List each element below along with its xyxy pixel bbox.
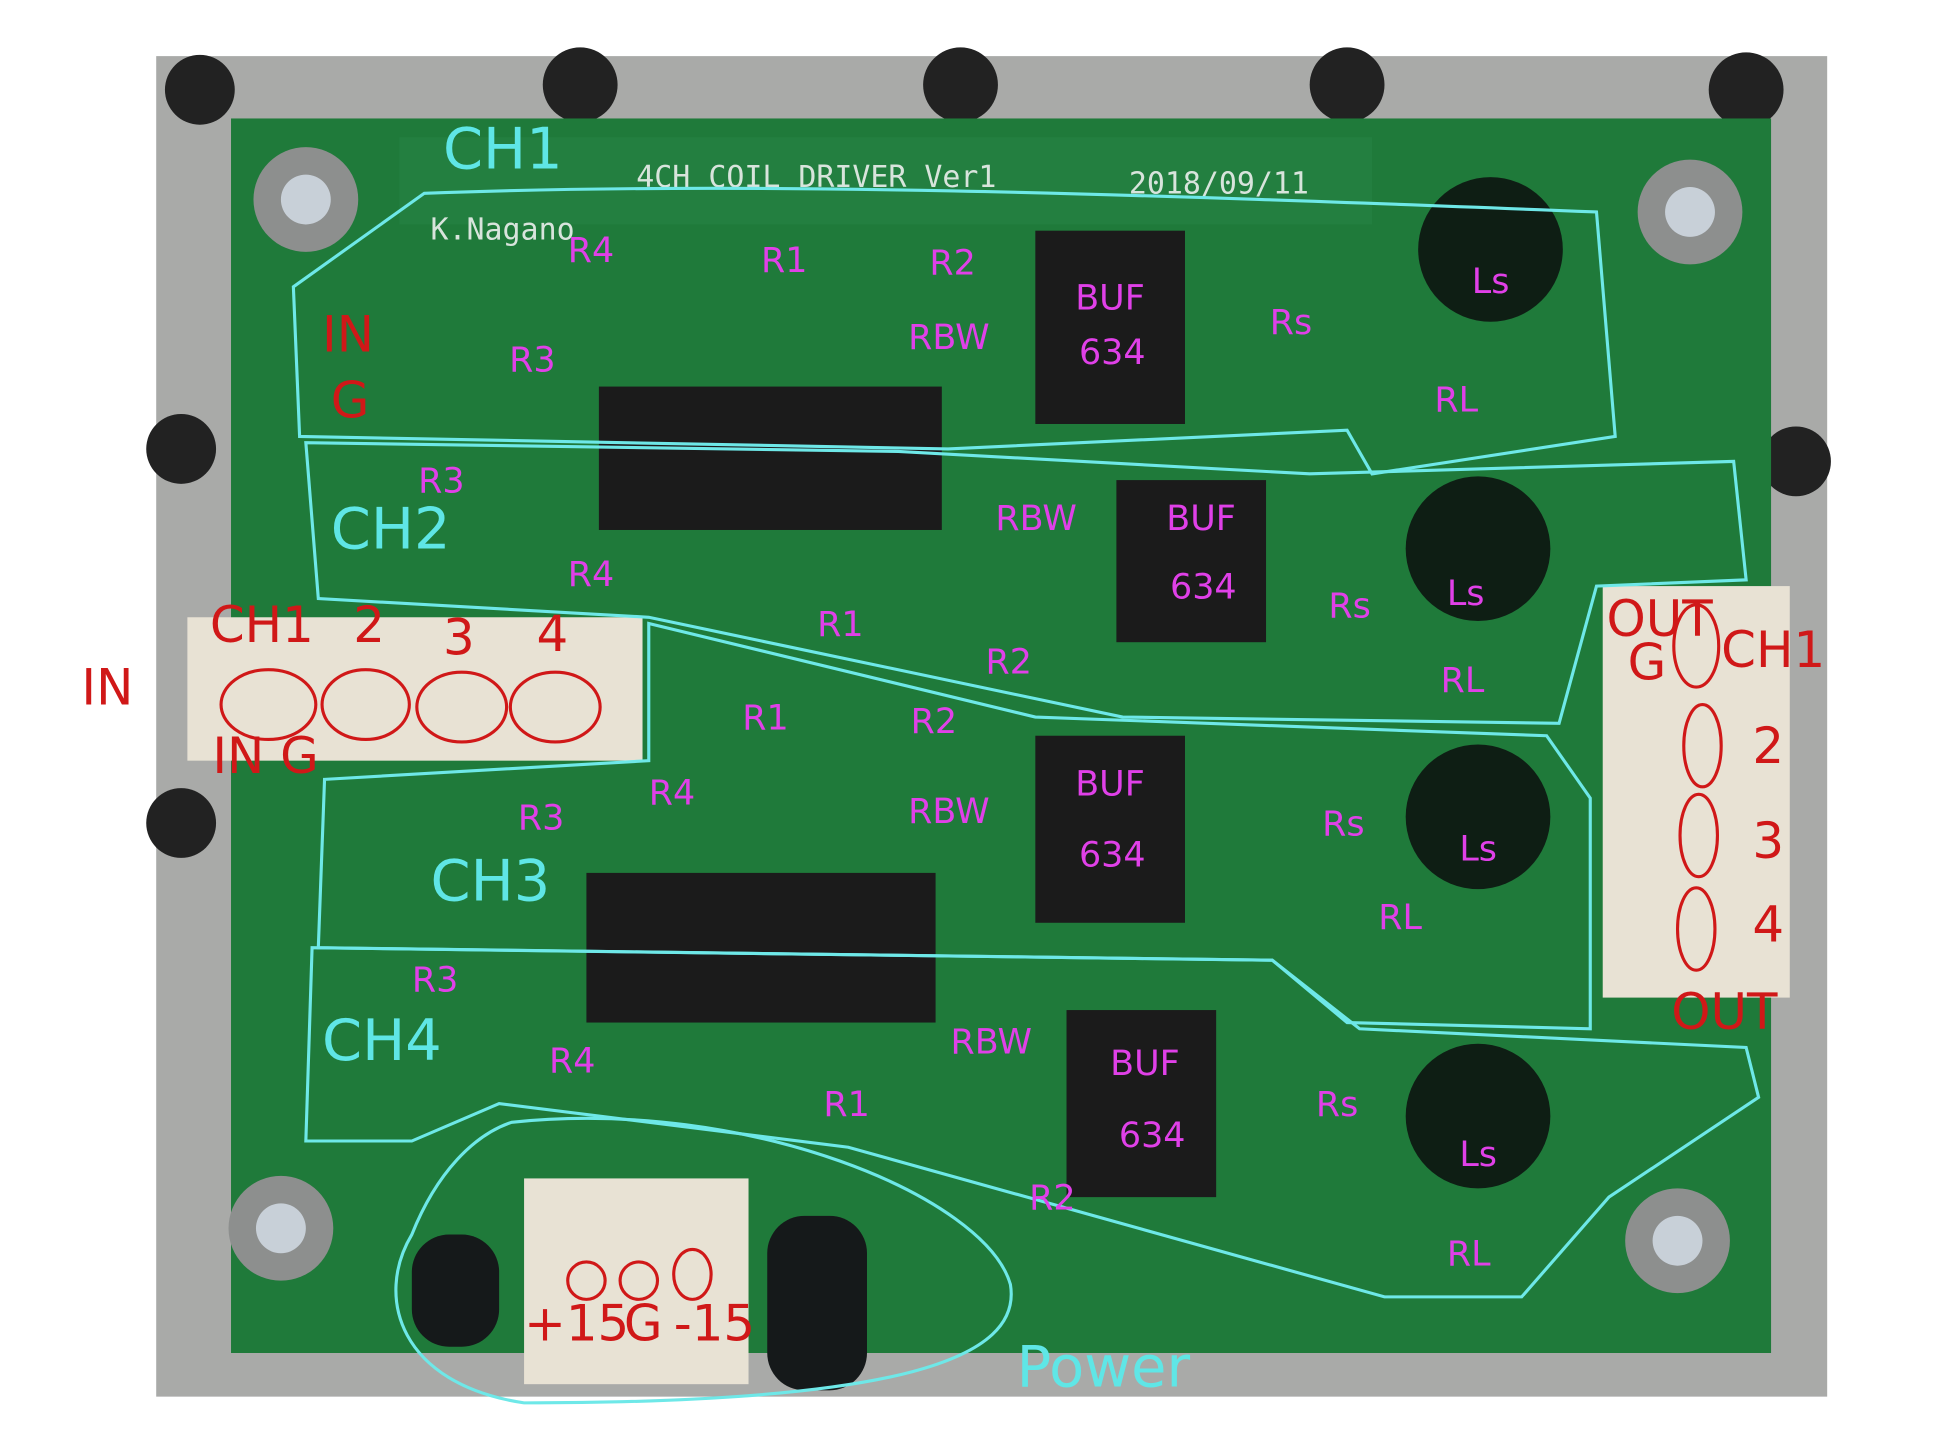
- out-pin-4: 4: [1752, 895, 1784, 953]
- in-pin-3: 3: [443, 609, 475, 667]
- svg-text:634: 634: [1119, 1116, 1186, 1156]
- svg-text:R1: R1: [761, 241, 807, 281]
- svg-text:R4: R4: [649, 773, 695, 813]
- svg-text:BUF: BUF: [1166, 499, 1236, 539]
- svg-text:RBW: RBW: [908, 318, 989, 358]
- svg-text:Rs: Rs: [1328, 586, 1370, 626]
- ch4-label: CH4: [322, 1007, 442, 1074]
- input-label: IN: [81, 659, 133, 717]
- out-pin-3: 3: [1752, 812, 1784, 870]
- svg-text:RBW: RBW: [951, 1023, 1032, 1063]
- output-label: OUT: [1671, 983, 1778, 1041]
- svg-text:634: 634: [1170, 568, 1237, 608]
- power-pin-g: G: [624, 1295, 663, 1353]
- board-author: K.Nagano: [431, 212, 575, 247]
- svg-text:RBW: RBW: [908, 792, 989, 832]
- svg-text:RL: RL: [1441, 661, 1485, 701]
- ch1-outline: [291, 186, 1617, 476]
- svg-text:Ls: Ls: [1447, 574, 1485, 614]
- svg-text:R3: R3: [412, 960, 458, 1000]
- svg-text:R2: R2: [929, 243, 975, 283]
- ch2-outline: [304, 441, 1748, 725]
- svg-text:R2: R2: [985, 642, 1031, 682]
- in-pin-ch1: CH1: [210, 596, 314, 654]
- in-pin-4: 4: [537, 605, 569, 663]
- in-g-label: IN G: [212, 727, 318, 785]
- svg-text:R2: R2: [1029, 1179, 1075, 1219]
- plate-holes: [146, 47, 1831, 858]
- connector-pin-circles: [219, 603, 1723, 1301]
- svg-text:R3: R3: [509, 341, 555, 381]
- svg-text:R3: R3: [518, 798, 564, 838]
- power-connector: [524, 1178, 749, 1385]
- ch3-component-labels: R1 R2 R4 R3 RBW BUF 634 Rs RL Ls: [518, 698, 1497, 938]
- svg-text:RL: RL: [1447, 1235, 1491, 1275]
- output-connector: [1602, 586, 1790, 998]
- power-label: Power: [1017, 1334, 1191, 1401]
- capacitor-right: [767, 1215, 867, 1391]
- ch4-outline: [304, 946, 1761, 1299]
- ch2-label: CH2: [331, 496, 451, 563]
- input-connector: [187, 617, 643, 761]
- inductors: [1405, 177, 1563, 1189]
- power-outline: [394, 1116, 1013, 1405]
- svg-text:Ls: Ls: [1472, 262, 1510, 302]
- svg-text:R2: R2: [911, 702, 957, 742]
- out-pin-ch1: CH1: [1721, 621, 1825, 679]
- svg-text:R3: R3: [418, 462, 464, 502]
- svg-text:Ls: Ls: [1459, 829, 1497, 869]
- svg-text:634: 634: [1079, 333, 1146, 373]
- chips: [586, 230, 1267, 1198]
- svg-text:BUF: BUF: [1075, 765, 1145, 805]
- in-pin-2: 2: [353, 596, 385, 654]
- ch1-label: CH1: [443, 115, 563, 182]
- svg-text:Rs: Rs: [1270, 303, 1312, 343]
- ch1-g-label: G: [331, 372, 370, 430]
- svg-text:Rs: Rs: [1322, 804, 1364, 844]
- svg-text:Rs: Rs: [1316, 1085, 1358, 1125]
- svg-text:R4: R4: [568, 555, 614, 595]
- power-pin-minus15: -15: [674, 1295, 755, 1353]
- capacitor-left: [411, 1234, 500, 1347]
- svg-text:RL: RL: [1434, 381, 1478, 421]
- ch3-label: CH3: [431, 847, 551, 914]
- svg-text:R1: R1: [742, 698, 788, 738]
- svg-text:RBW: RBW: [995, 499, 1076, 539]
- svg-text:BUF: BUF: [1075, 278, 1145, 318]
- ch4-component-labels: R3 R4 R1 R2 RBW BUF 634 Rs RL Ls: [412, 960, 1497, 1274]
- ch2-component-labels: R3 R4 R1 R2 RBW BUF 634 Rs RL Ls: [418, 462, 1485, 702]
- out-sub-label: OUT: [1606, 590, 1713, 648]
- ch1-component-labels: R4 R1 R2 R3 RBW BUF 634 Rs RL Ls: [509, 231, 1509, 421]
- svg-text:R1: R1: [817, 605, 863, 645]
- out-g-label: G: [1628, 634, 1667, 692]
- svg-text:R4: R4: [549, 1041, 595, 1081]
- out-pin-2: 2: [1752, 717, 1784, 775]
- mounting-screws: [228, 147, 1743, 1294]
- svg-text:R1: R1: [823, 1085, 869, 1125]
- svg-text:R4: R4: [568, 231, 614, 271]
- svg-text:BUF: BUF: [1110, 1044, 1180, 1084]
- power-pin-plus15: +15: [524, 1295, 629, 1353]
- ch1-in-label: IN: [322, 306, 374, 364]
- svg-text:Ls: Ls: [1459, 1135, 1497, 1175]
- svg-text:634: 634: [1079, 836, 1146, 876]
- svg-text:RL: RL: [1378, 898, 1422, 938]
